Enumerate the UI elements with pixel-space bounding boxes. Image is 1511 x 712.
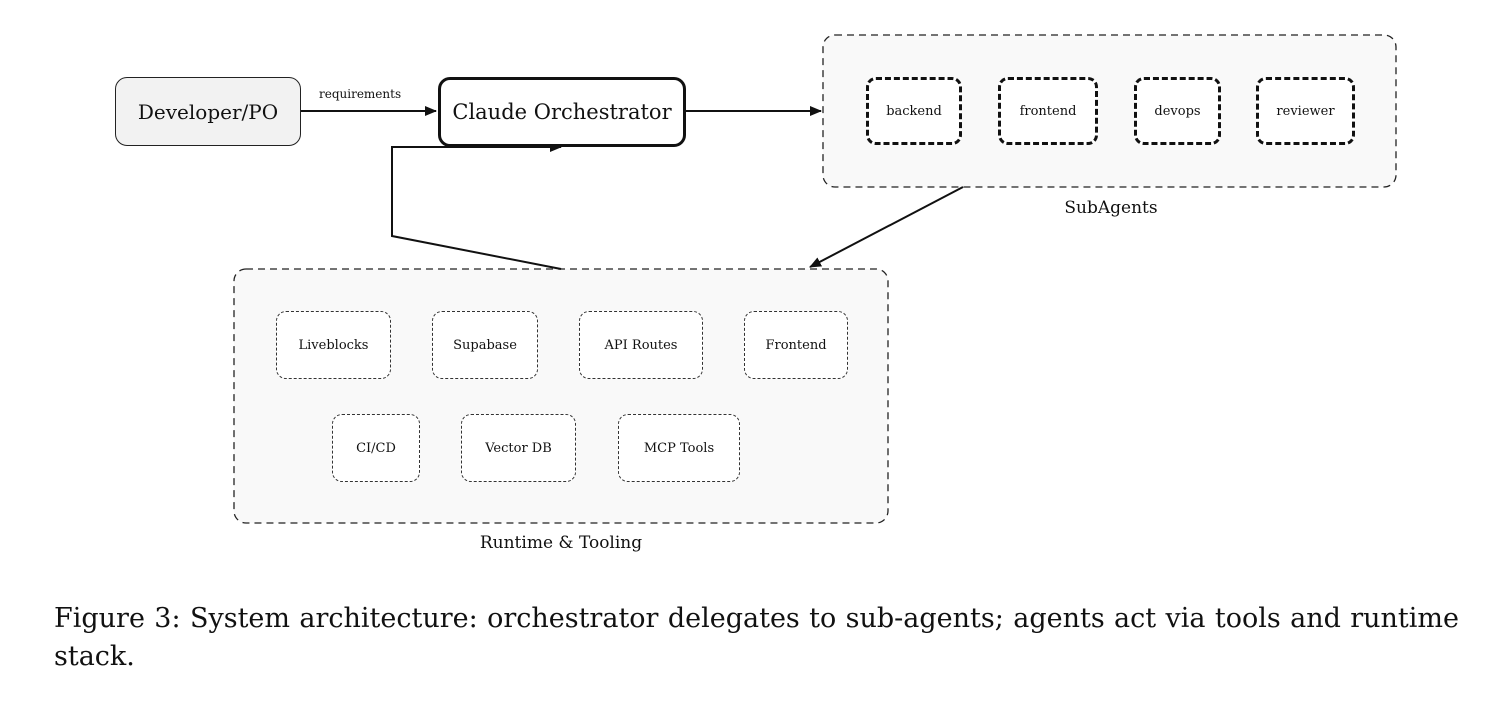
tool-mcp-tools: MCP Tools: [618, 414, 740, 482]
tool-frontend: Frontend: [744, 311, 848, 379]
tool-api-routes: API Routes: [579, 311, 703, 379]
figure-caption: Figure 3: System architecture: orchestra…: [54, 603, 1459, 672]
developer-node: Developer/PO: [115, 77, 301, 146]
edge-subagents-to-runtime: [809, 186, 964, 268]
orchestrator-node: Claude Orchestrator: [438, 77, 686, 147]
subagents-group-label: SubAgents: [1064, 198, 1158, 218]
subagent-backend: backend: [866, 77, 962, 145]
subagent-reviewer: reviewer: [1256, 77, 1355, 145]
runtime-group-label: Runtime & Tooling: [479, 533, 643, 553]
runtime-group: [233, 268, 889, 524]
edge-runtime-to-orchestrator: [391, 142, 562, 270]
tool-liveblocks: Liveblocks: [276, 311, 391, 379]
subagent-frontend: frontend: [998, 77, 1098, 145]
requirements-edge-label: requirements: [319, 87, 402, 101]
subagent-devops: devops: [1134, 77, 1221, 145]
tool-supabase: Supabase: [432, 311, 538, 379]
tool-ci-cd: CI/CD: [332, 414, 420, 482]
subagents-group: [822, 34, 1397, 188]
tool-vector-db: Vector DB: [461, 414, 576, 482]
